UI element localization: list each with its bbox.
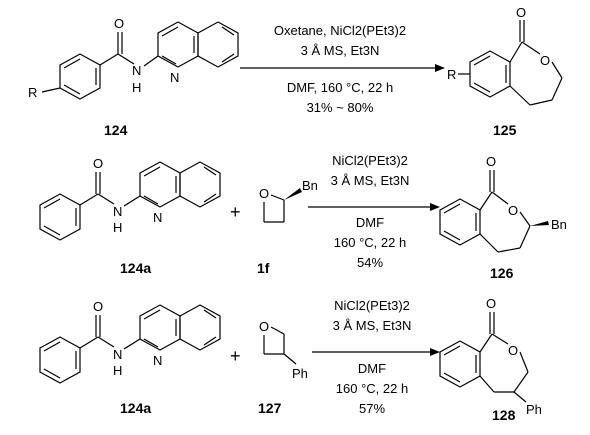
quinoline-n-label-r3: N — [153, 353, 162, 368]
substrate-124a-structure-r2: O N H N — [39, 156, 221, 241]
substrate-124a-label-r3: 124a — [120, 400, 151, 416]
lactone-carbonyl-o-label-r3: O — [486, 296, 496, 311]
reaction-1-arrowhead — [435, 64, 445, 72]
reaction-2-conditions-line-3: DMF — [356, 215, 384, 230]
quinoline-n-label: N — [170, 70, 179, 85]
bn-label-product: Bn — [551, 217, 567, 232]
reaction-2-conditions-line-4: 160 °C, 22 h — [334, 235, 406, 250]
ph-label-product: Ph — [526, 402, 542, 417]
carbonyl-o-label-r2: O — [93, 156, 103, 171]
ph-label-reagent: Ph — [292, 366, 308, 381]
oxetane-o-label-r3: O — [259, 319, 269, 334]
lactone-carbonyl-o-label: O — [516, 5, 526, 20]
substrate-124-structure: R O N H N — [28, 16, 239, 100]
reaction-2-yield: 54% — [357, 255, 383, 270]
reaction-2-conditions-line-1: NiCl2(PEt3)2 — [332, 153, 408, 168]
reagent-127-structure: O Ph — [259, 319, 308, 381]
reaction-3-conditions-line-1: NiCl2(PEt3)2 — [334, 298, 410, 313]
product-126-structure: O O Bn — [439, 154, 567, 253]
lactone-o-label-r3: O — [508, 343, 518, 358]
reaction-3: O N H N 124a + O Ph 127 NiCl — [39, 296, 542, 423]
reagent-127-label: 127 — [258, 400, 282, 416]
amide-h-label: H — [132, 80, 141, 95]
amide-n-label-r2: N — [113, 204, 122, 219]
reagent-1f-structure: O Bn — [259, 178, 318, 223]
product-125-structure: R O O — [447, 5, 563, 106]
reaction-1-conditions-line-2: 3 Å MS, Et3N — [301, 43, 380, 58]
carbonyl-o-label: O — [114, 16, 124, 31]
reaction-1-yield: 31% ~ 80% — [307, 100, 374, 115]
reagent-1f-label: 1f — [257, 260, 270, 276]
amide-n-label-r3: N — [113, 347, 122, 362]
substrate-124a-structure-r3: O N H N — [39, 299, 221, 384]
amide-h-label-r2: H — [113, 220, 122, 235]
plus-sign-r3: + — [230, 346, 241, 366]
r-group-label-product: R — [447, 67, 456, 82]
r-group-label: R — [28, 85, 37, 100]
substrate-124-label: 124 — [104, 122, 128, 138]
lactone-o-label-r2: O — [508, 203, 518, 218]
quinoline-n-label-r2: N — [153, 210, 162, 225]
carbonyl-o-label-r3: O — [93, 299, 103, 314]
substrate-124a-label-r2: 124a — [120, 260, 151, 276]
reaction-3-conditions-line-4: 160 °C, 22 h — [336, 381, 408, 396]
bn-label-reagent: Bn — [302, 178, 318, 193]
reaction-2-arrowhead — [430, 203, 440, 211]
reaction-1: R O N H N 124 Oxetane, NiCl2(PEt3)2 3 — [28, 5, 563, 138]
lactone-o-label: O — [540, 53, 550, 68]
reaction-1-conditions-line-1: Oxetane, NiCl2(PEt3)2 — [274, 23, 406, 38]
reaction-3-yield: 57% — [359, 401, 385, 416]
reaction-3-conditions-line-3: DMF — [358, 361, 386, 376]
amide-n-label: N — [132, 63, 141, 78]
amide-h-label-r3: H — [113, 363, 122, 378]
reaction-1-conditions-line-3: DMF, 160 °C, 22 h — [287, 80, 393, 95]
reaction-3-conditions-line-2: 3 Å MS, Et3N — [333, 318, 412, 333]
reaction-2-conditions-line-2: 3 Å MS, Et3N — [331, 173, 410, 188]
reaction-3-arrowhead — [430, 348, 440, 356]
product-125-label: 125 — [493, 122, 517, 138]
product-128-structure: O O Ph — [439, 296, 542, 417]
oxetane-o-label-r2: O — [259, 186, 269, 201]
reaction-2: O N H N 124a + O Bn 1f — [39, 153, 567, 281]
lactone-carbonyl-o-label-r2: O — [486, 154, 496, 169]
plus-sign-r2: + — [230, 202, 241, 222]
product-126-label: 126 — [490, 265, 514, 281]
product-128-label: 128 — [492, 407, 516, 423]
